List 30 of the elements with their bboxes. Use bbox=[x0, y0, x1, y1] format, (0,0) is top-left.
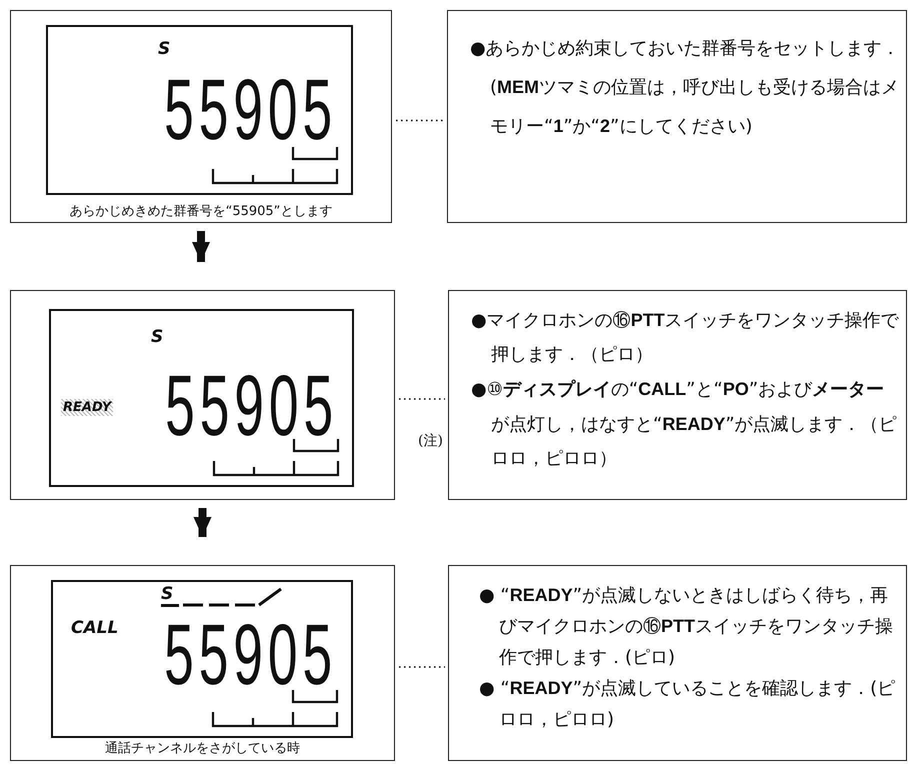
s-indicator: S bbox=[151, 327, 164, 347]
caption-text: あらかじめきめた群番号を“55905”とします bbox=[68, 203, 334, 220]
lcd-digits: 55905 bbox=[164, 363, 338, 449]
instruction-box bbox=[448, 290, 907, 500]
instruction-text: ●マイクロホンの⑯PTTスイッチをワンタッチ操作で押します．（ピロ） bbox=[471, 309, 900, 367]
lcd-screen bbox=[46, 25, 353, 195]
instruction-text: ● “READY”が点滅しないときはしばらく待ち，再びマイクロホンの⑯PTTスイッチをワンタッチ操作で押します．(ピロ) bbox=[479, 584, 894, 670]
s-indicator: S bbox=[158, 39, 170, 59]
instruction-text: ●あらかじめ約束しておいた群番号をセットします．(MEMツマミの位置は，呼び出しも受ける場合はメモリー“1”か“2”にしてください) bbox=[470, 37, 900, 139]
ready-indicator: READY bbox=[61, 399, 114, 416]
lcd-screen bbox=[49, 309, 354, 487]
lcd-digits: 55905 bbox=[164, 67, 337, 153]
down-arrow bbox=[192, 231, 210, 262]
display-panel bbox=[10, 290, 395, 500]
instruction-text: ●⑩ディスプレイの“CALL”と“PO”およびメーターが点灯し，はなすと“READY”が点滅します．（ピロロ，ピロロ） bbox=[471, 378, 898, 471]
caption-text: 通話チャンネルをさがしている時 bbox=[104, 740, 301, 757]
s-indicator: S bbox=[161, 584, 180, 607]
dotted-connector bbox=[399, 666, 445, 668]
instruction-box bbox=[447, 10, 907, 223]
lcd-digits: 55905 bbox=[164, 612, 337, 698]
display-panel bbox=[10, 565, 395, 761]
display-panel bbox=[10, 10, 392, 223]
instruction-box bbox=[448, 565, 907, 761]
dotted-connector bbox=[399, 398, 445, 400]
instruction-text: ● “READY”が点滅していることを確認します．(ピロロ，ピロロ) bbox=[479, 677, 896, 732]
lcd-screen bbox=[51, 580, 353, 738]
dotted-connector bbox=[396, 120, 444, 122]
call-indicator: CALL bbox=[71, 618, 118, 638]
note-mark: (注) bbox=[418, 432, 443, 450]
down-arrow bbox=[194, 508, 212, 537]
